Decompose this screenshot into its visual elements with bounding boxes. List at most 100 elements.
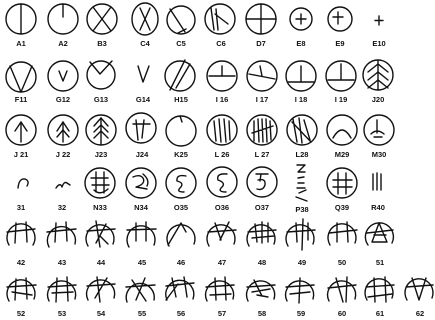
label-p38: P38 — [295, 206, 308, 214]
label-53: 53 — [58, 310, 66, 318]
sign-i17-icon — [247, 61, 277, 91]
sign-f11-icon — [6, 62, 36, 92]
label-j21: J 21 — [14, 151, 29, 159]
sign-l28-icon — [287, 115, 317, 145]
label-32: 32 — [58, 204, 66, 212]
label-e8: E8 — [296, 40, 305, 48]
sign-54-icon — [87, 277, 115, 302]
sign-49-icon — [286, 219, 315, 250]
label-k25: K25 — [174, 151, 188, 159]
label-l27: L 27 — [255, 151, 270, 159]
label-a1: A1 — [16, 40, 26, 48]
label-i17: I 17 — [256, 96, 269, 104]
label-i18: I 18 — [295, 96, 308, 104]
sign-k25-icon — [166, 116, 196, 146]
label-56: 56 — [177, 310, 185, 318]
label-50: 50 — [338, 259, 346, 267]
sign-51-icon — [365, 223, 393, 245]
sign-50-icon — [328, 222, 357, 245]
sign-55-icon — [126, 278, 155, 302]
sign-e9-icon — [328, 7, 352, 31]
label-q39: Q39 — [335, 204, 349, 212]
sign-53-icon — [48, 277, 76, 302]
label-m30: M30 — [372, 151, 387, 159]
sign-43-icon — [47, 222, 76, 247]
sign-42-icon — [7, 222, 35, 245]
sign-i18-icon — [286, 61, 316, 91]
sign-44-icon — [86, 221, 115, 247]
label-46: 46 — [177, 259, 185, 267]
label-o37: O37 — [255, 204, 269, 212]
label-62: 62 — [416, 310, 424, 318]
sign-47-icon — [207, 222, 236, 246]
label-n34: N34 — [134, 204, 148, 212]
label-54: 54 — [97, 310, 105, 318]
sign-c5-icon — [167, 6, 195, 34]
sign-h15-icon — [165, 60, 195, 91]
sign-61-icon — [365, 277, 394, 302]
sign-j21-icon — [6, 115, 36, 145]
sign-b3-icon — [87, 4, 117, 34]
label-43: 43 — [58, 259, 66, 267]
sign-60-icon — [328, 277, 356, 302]
sign-d7-icon — [246, 4, 276, 34]
label-44: 44 — [97, 259, 105, 267]
sign-45-icon — [127, 222, 156, 247]
sign-57-icon — [206, 277, 234, 301]
label-l26: L 26 — [215, 151, 230, 159]
label-52: 52 — [17, 310, 25, 318]
sign-56-icon — [166, 277, 194, 300]
label-49: 49 — [298, 259, 306, 267]
sign-o36-icon — [207, 167, 237, 197]
label-31: 31 — [17, 204, 25, 212]
label-b3: B3 — [97, 40, 107, 48]
label-c5: C5 — [176, 40, 186, 48]
sign-46-icon — [167, 223, 195, 246]
sign-m30-icon — [364, 115, 394, 145]
label-61: 61 — [376, 310, 384, 318]
sign-58-icon — [247, 280, 275, 301]
sign-62-icon — [405, 278, 433, 300]
sign-l26-icon — [207, 115, 237, 145]
label-42: 42 — [17, 259, 25, 267]
sign-52-icon — [7, 278, 36, 301]
sign-48-icon — [247, 222, 276, 246]
sign-g12-icon — [48, 61, 78, 91]
sign-q39-icon — [327, 168, 357, 198]
sign-g14-icon — [138, 66, 149, 82]
label-j23: J23 — [95, 151, 108, 159]
label-47: 47 — [218, 259, 226, 267]
sign-i19-icon — [326, 61, 356, 91]
sign-i16-icon — [207, 61, 237, 91]
label-57: 57 — [218, 310, 226, 318]
label-g14: G14 — [136, 96, 150, 104]
sign-a1-icon — [6, 4, 36, 34]
sign-e10-icon — [375, 16, 383, 25]
sign-p38-icon — [296, 165, 307, 201]
label-e10: E10 — [372, 40, 385, 48]
label-j22: J 22 — [56, 151, 71, 159]
sign-g13-icon — [87, 61, 115, 89]
label-55: 55 — [138, 310, 146, 318]
sign-n33-icon — [85, 168, 115, 198]
label-i19: I 19 — [335, 96, 348, 104]
label-g13: G13 — [94, 96, 108, 104]
sign-m29-icon — [327, 115, 357, 145]
label-a2: A2 — [58, 40, 68, 48]
label-c4: C4 — [140, 40, 150, 48]
label-h15: H15 — [174, 96, 188, 104]
label-l28: L28 — [296, 151, 309, 159]
sign-31-icon — [18, 179, 28, 188]
label-o36: O36 — [215, 204, 229, 212]
sign-e8-icon — [290, 8, 312, 30]
sign-c4-icon — [132, 3, 158, 35]
sign-r40-icon — [373, 173, 381, 190]
sign-32-icon — [56, 183, 70, 189]
sign-l27-icon — [247, 115, 277, 145]
label-59: 59 — [297, 310, 305, 318]
label-o35: O35 — [174, 204, 188, 212]
sign-j22-icon — [48, 115, 78, 145]
label-45: 45 — [138, 259, 146, 267]
label-c6: C6 — [216, 40, 226, 48]
